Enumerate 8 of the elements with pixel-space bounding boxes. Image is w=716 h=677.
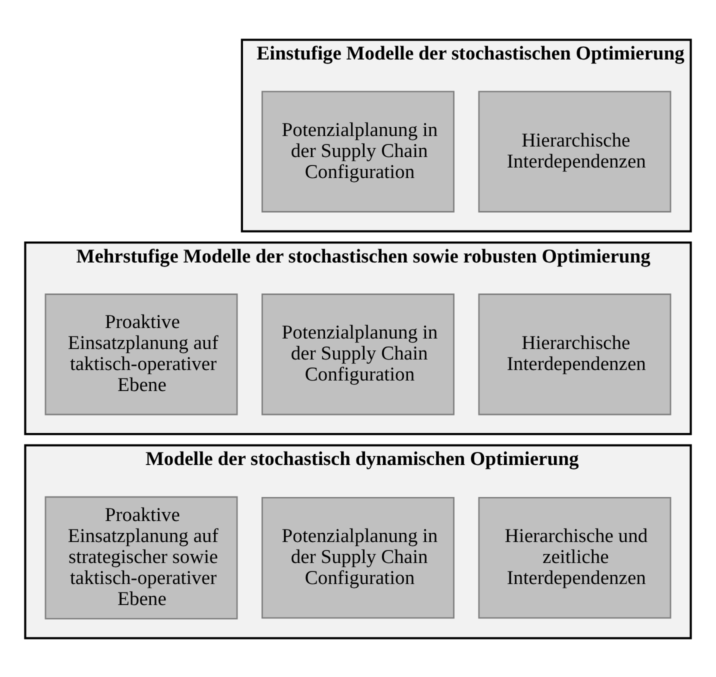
node-box: Hierarchische Interdependenzen — [478, 90, 672, 212]
node-box: Potenzialplanung in der Supply Chain Configuration — [262, 293, 454, 415]
node-box: Proaktive Einsatzplanung auf taktisch-operativer Ebene — [44, 293, 238, 415]
node-box: Hierarchische Interdependenzen — [478, 293, 672, 415]
node-box: Potenzialplanung in der Supply Chain Configuration — [262, 90, 454, 212]
node-box: Proaktive Einsatzplanung auf strategischer sowie taktisch-operativer Ebene — [44, 496, 238, 619]
node-box: Potenzialplanung in der Supply Chain Configuration — [262, 496, 454, 618]
node-box: Hierarchische und zeitliche Interdependenzen — [478, 496, 672, 618]
